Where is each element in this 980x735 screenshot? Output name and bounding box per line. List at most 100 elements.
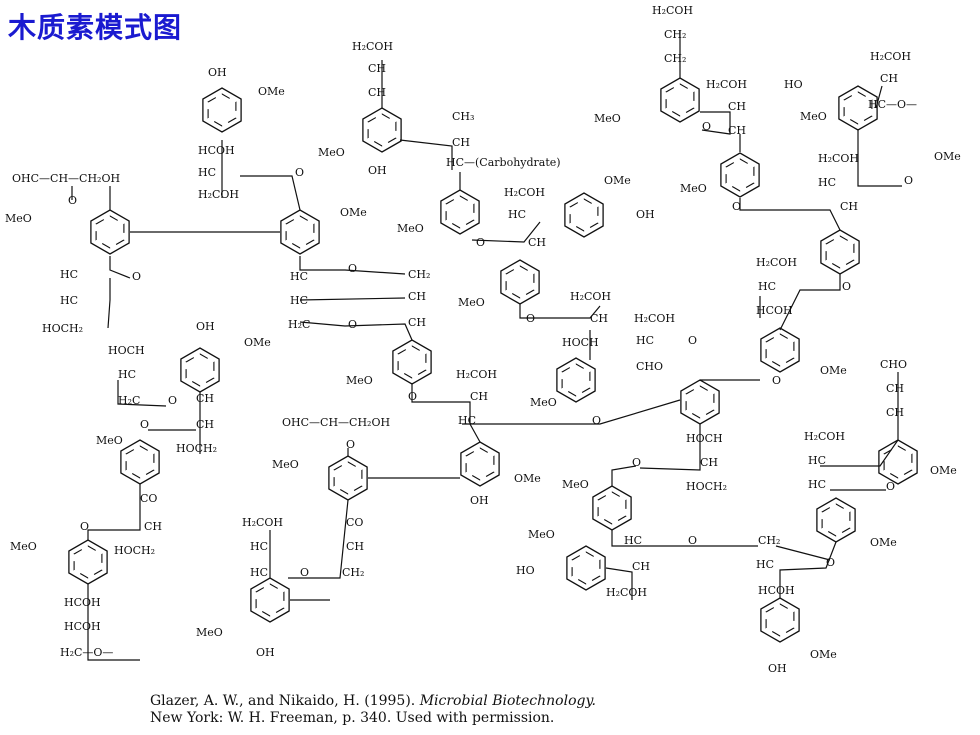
- atom-label: MeO: [594, 112, 621, 125]
- aromatic-ring-u25: [878, 439, 918, 485]
- atom-label: H₂COH: [198, 188, 239, 201]
- atom-label: CH: [886, 406, 904, 419]
- atom-label: O: [904, 174, 913, 187]
- atom-label: O: [688, 334, 697, 347]
- atom-label: OH: [636, 208, 655, 221]
- aromatic-ring-u3: [280, 209, 320, 255]
- atom-label: HC: [624, 534, 642, 547]
- aromatic-ring-u19: [180, 347, 220, 393]
- aromatic-ring-u15: [392, 339, 432, 385]
- atom-label: CH: [880, 72, 898, 85]
- aromatic-ring-u13: [760, 327, 800, 373]
- atom-label: CH: [144, 520, 162, 533]
- atom-label: CH: [368, 86, 386, 99]
- atom-label: HC: [60, 294, 78, 307]
- atom-label: O: [702, 120, 711, 133]
- atom-label: CH: [886, 382, 904, 395]
- atom-label: H₂COH: [804, 430, 845, 443]
- atom-label: O: [476, 236, 485, 249]
- atom-label: MeO: [800, 110, 827, 123]
- aromatic-ring-u18: [592, 485, 632, 531]
- atom-label: HC: [808, 478, 826, 491]
- atom-label: O: [295, 166, 304, 179]
- aromatic-rings: [68, 77, 918, 643]
- atom-label: OH: [256, 646, 275, 659]
- atom-label: HC: [250, 566, 268, 579]
- atom-label: HC: [60, 268, 78, 281]
- atom-label: H₂COH: [456, 368, 497, 381]
- aromatic-ring-u12: [820, 229, 860, 275]
- atom-label: MeO: [318, 146, 345, 159]
- atom-label: HC: [808, 454, 826, 467]
- atom-label: H₂COH: [652, 4, 693, 17]
- aromatic-ring-u14: [680, 379, 720, 425]
- aromatic-ring-u5: [440, 189, 480, 235]
- atom-label: O: [348, 318, 357, 331]
- aromatic-ring-u26: [816, 497, 856, 543]
- atom-label: OMe: [514, 472, 541, 485]
- aromatic-ring-u10: [720, 152, 760, 198]
- atom-label: MeO: [5, 212, 32, 225]
- atom-label: O: [168, 394, 177, 407]
- atom-label: CH₂: [408, 268, 430, 281]
- citation-authors: Glazer, A. W., and Nikaido, H. (1995).: [150, 693, 416, 709]
- aromatic-ring-u2: [202, 87, 242, 133]
- atom-label: CH: [590, 312, 608, 325]
- atom-label: O: [826, 556, 835, 569]
- atom-label: HOCH₂: [686, 480, 727, 493]
- atom-label: CH: [700, 456, 718, 469]
- atom-label: OMe: [258, 85, 285, 98]
- atom-label: CH: [840, 200, 858, 213]
- atom-label: HC—(Carbohydrate): [446, 156, 561, 169]
- atom-label: H₂COH: [352, 40, 393, 53]
- atom-label: O: [132, 270, 141, 283]
- atom-label: HOCH: [108, 344, 145, 357]
- aromatic-ring-u23: [566, 545, 606, 591]
- atom-label: OH: [768, 662, 787, 675]
- atom-label: OMe: [810, 648, 837, 661]
- atom-label: HC: [818, 176, 836, 189]
- atom-label: O: [80, 520, 89, 533]
- atom-label: H₂COH: [706, 78, 747, 91]
- aromatic-ring-u20: [120, 439, 160, 485]
- aromatic-ring-u8: [556, 357, 596, 403]
- atom-label: OHC—CH—CH₂OH: [12, 172, 120, 185]
- atom-label: MeO: [528, 528, 555, 541]
- atom-label: MeO: [272, 458, 299, 471]
- atom-label: H₂COH: [242, 516, 283, 529]
- aromatic-ring-u9: [660, 77, 700, 123]
- atom-label: HCOH: [198, 144, 235, 157]
- aromatic-ring-u4: [362, 107, 402, 153]
- atom-label: MeO: [10, 540, 37, 553]
- atom-label: HCOH: [756, 304, 793, 317]
- atom-label: HC: [118, 368, 136, 381]
- atom-label: HC: [758, 280, 776, 293]
- atom-label: O: [348, 262, 357, 275]
- atom-label: HC: [508, 208, 526, 221]
- atom-label: MeO: [397, 222, 424, 235]
- atom-label: HC: [290, 294, 308, 307]
- aromatic-ring-u21: [68, 539, 108, 585]
- atom-label: OHC—CH—CH₂OH: [282, 416, 390, 429]
- atom-label: OMe: [870, 536, 897, 549]
- atom-label: OH: [368, 164, 387, 177]
- aromatic-ring-u6: [564, 192, 604, 238]
- aromatic-ring-u24: [760, 597, 800, 643]
- atom-label: OMe: [604, 174, 631, 187]
- atom-label: HC: [636, 334, 654, 347]
- atom-label: HC: [250, 540, 268, 553]
- atom-label: O: [688, 534, 697, 547]
- slide-title: 木质素模式图: [8, 11, 183, 44]
- atom-label: HCOH: [64, 620, 101, 633]
- atom-label: HC: [458, 414, 476, 427]
- atom-label: CH: [728, 100, 746, 113]
- citation-line-2: New York: W. H. Freeman, p. 340. Used wi…: [150, 710, 555, 726]
- atom-label: HC: [290, 270, 308, 283]
- atom-label: OH: [470, 494, 489, 507]
- atom-label: CO: [346, 516, 363, 529]
- atom-label: HC: [756, 558, 774, 571]
- atom-label: CH: [196, 392, 214, 405]
- atom-label: OH: [196, 320, 215, 333]
- citation-book-title: Microbial Biotechnology.: [419, 693, 596, 709]
- atom-label: O: [592, 414, 601, 427]
